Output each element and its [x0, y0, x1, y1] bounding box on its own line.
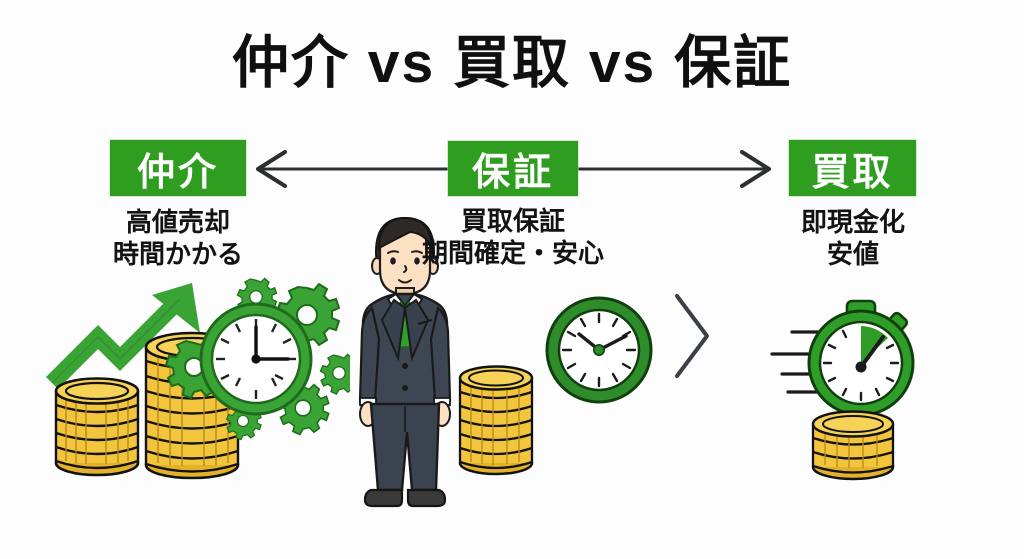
businessman-icon: [358, 216, 452, 508]
purchase-illustration: [770, 299, 915, 481]
caption-brokerage: 高値売却 時間かかる: [58, 207, 298, 271]
badge-guarantee[interactable]: 保証: [448, 141, 578, 196]
wall-clock-icon: [545, 296, 653, 404]
speed-lines-icon: [770, 330, 821, 394]
caption-brokerage-line2: 時間かかる: [112, 238, 243, 269]
page-title: 仲介 vs 買取 vs 保証: [231, 31, 793, 95]
chevron-right-icon: [675, 294, 709, 378]
badge-guarantee-label: 保証: [471, 152, 554, 194]
badge-brokerage[interactable]: 仲介: [110, 140, 246, 196]
badge-brokerage-label: 仲介: [136, 151, 219, 194]
guarantee-illustration: [458, 294, 709, 476]
caption-guarantee-line1: 買取保証: [460, 206, 565, 236]
caption-guarantee-line2: 期間確定・安心: [421, 237, 604, 268]
caption-brokerage-line1: 高値売却: [125, 207, 230, 237]
caption-purchase: 即現金化 安値: [733, 207, 973, 271]
brokerage-illustration: [45, 277, 350, 480]
clock-gears-icon: [164, 277, 350, 441]
caption-guarantee: 買取保証 期間確定・安心: [393, 206, 633, 270]
stopwatch-icon: [807, 299, 915, 417]
coin-stack-small-icon: [811, 410, 895, 481]
caption-purchase-line1: 即現金化: [800, 207, 905, 237]
badge-purchase-label: 買取: [811, 151, 894, 194]
badge-purchase[interactable]: 買取: [789, 140, 916, 196]
caption-purchase-line2: 安値: [826, 238, 879, 269]
growth-arrow-icon: [45, 283, 200, 390]
coin-stack-icon: [458, 365, 534, 476]
